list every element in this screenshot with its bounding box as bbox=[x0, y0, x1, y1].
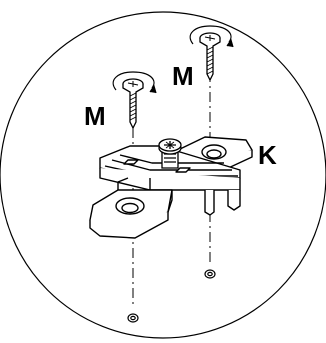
rotation-arrow-left bbox=[112, 71, 157, 94]
rotation-arrow-right bbox=[189, 25, 234, 48]
screw-left bbox=[122, 78, 144, 130]
center-screw bbox=[158, 138, 182, 169]
washer-bottom-left bbox=[127, 313, 139, 323]
label-screw-left: M bbox=[84, 101, 106, 131]
washer-bottom-right bbox=[204, 269, 216, 279]
mounting-plate bbox=[89, 136, 253, 239]
label-plate: K bbox=[258, 140, 277, 170]
screw-right bbox=[199, 32, 221, 82]
label-screw-right: M bbox=[172, 61, 194, 91]
